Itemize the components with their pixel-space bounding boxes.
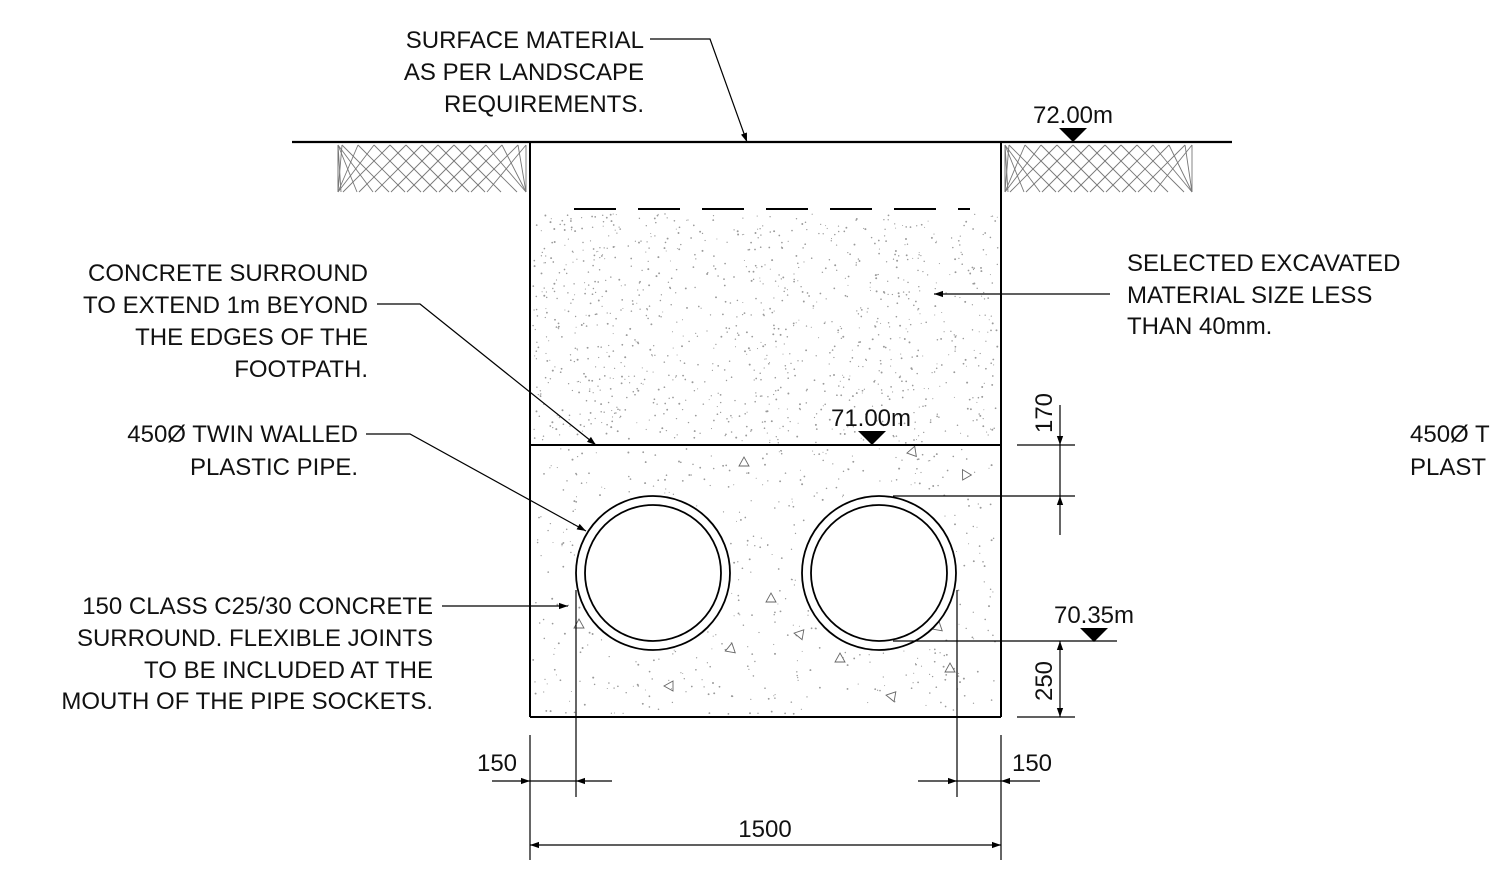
note-spec-line-1: 150 CLASS C25/30 CONCRETE [82,593,433,620]
pipe-left [575,495,731,651]
note-backfill-line-1: SELECTED EXCAVATED [1127,250,1400,277]
note-extend-line-4: FOOTPATH. [234,356,368,383]
note-pipe-line-2: PLASTIC PIPE. [190,454,358,481]
vertical-dimension-chain: 170 250 [893,393,1075,718]
note-surface-line-2: AS PER LANDSCAPE [404,59,644,86]
note-pipe: 450Ø TWIN WALLED PLASTIC PIPE. [127,421,358,481]
note-extend-line-1: CONCRETE SURROUND [88,260,368,287]
note-backfill-line-2: MATERIAL SIZE LESS [1127,282,1372,309]
note-extend-line-2: TO EXTEND 1m BEYOND [83,292,368,319]
dim-side-left-text: 150 [477,750,517,777]
note-backfill: SELECTED EXCAVATED MATERIAL SIZE LESS TH… [1127,250,1400,340]
level-marker-invert: 70.35m [893,602,1134,642]
level-concrete-top-text: 71.00m [831,405,911,432]
dim-side-right-text: 150 [1012,750,1052,777]
level-marker-concrete-top: 71.00m [831,405,911,445]
concrete-stipple [532,448,996,715]
note-concrete-spec: 150 CLASS C25/30 CONCRETE SURROUND. FLEX… [61,593,433,715]
level-invert-text: 70.35m [1054,602,1134,629]
note-pipe-line-1: 450Ø TWIN WALLED [127,421,358,448]
dim-cover-text: 170 [1031,393,1058,433]
note-concrete-extend: CONCRETE SURROUND TO EXTEND 1m BEYOND TH… [83,260,368,383]
dim-trench-width-text: 1500 [738,816,791,843]
leader-lines [366,38,1110,610]
note-spec-line-4: MOUTH OF THE PIPE SOCKETS. [61,688,433,715]
level-marker-ground: 72.00m [1033,102,1113,142]
note-backfill-line-3: THAN 40mm. [1127,313,1272,340]
note-cropped-pipe: 450Ø T PLAST [1410,421,1490,481]
concrete-aggregate-marks [573,445,973,703]
note-cropped-line-1: 450Ø T [1410,421,1490,448]
note-surface-material: SURFACE MATERIAL AS PER LANDSCAPE REQUIR… [404,27,644,118]
note-extend-line-3: THE EDGES OF THE [135,324,368,351]
backfill-stipple [532,213,999,444]
note-cropped-line-2: PLAST [1410,454,1486,481]
horizontal-dimensions: 150 150 1500 [477,590,1052,860]
note-spec-line-3: TO BE INCLUDED AT THE [144,657,433,684]
note-surface-line-3: REQUIREMENTS. [444,91,644,118]
level-ground-text: 72.00m [1033,102,1113,129]
ground-hatch-left [337,144,527,193]
pipe-right [801,495,957,651]
ground-hatch-right [1004,144,1193,193]
note-surface-line-1: SURFACE MATERIAL [406,27,644,54]
note-spec-line-2: SURROUND. FLEXIBLE JOINTS [77,625,433,652]
dim-bedding-text: 250 [1031,661,1058,701]
